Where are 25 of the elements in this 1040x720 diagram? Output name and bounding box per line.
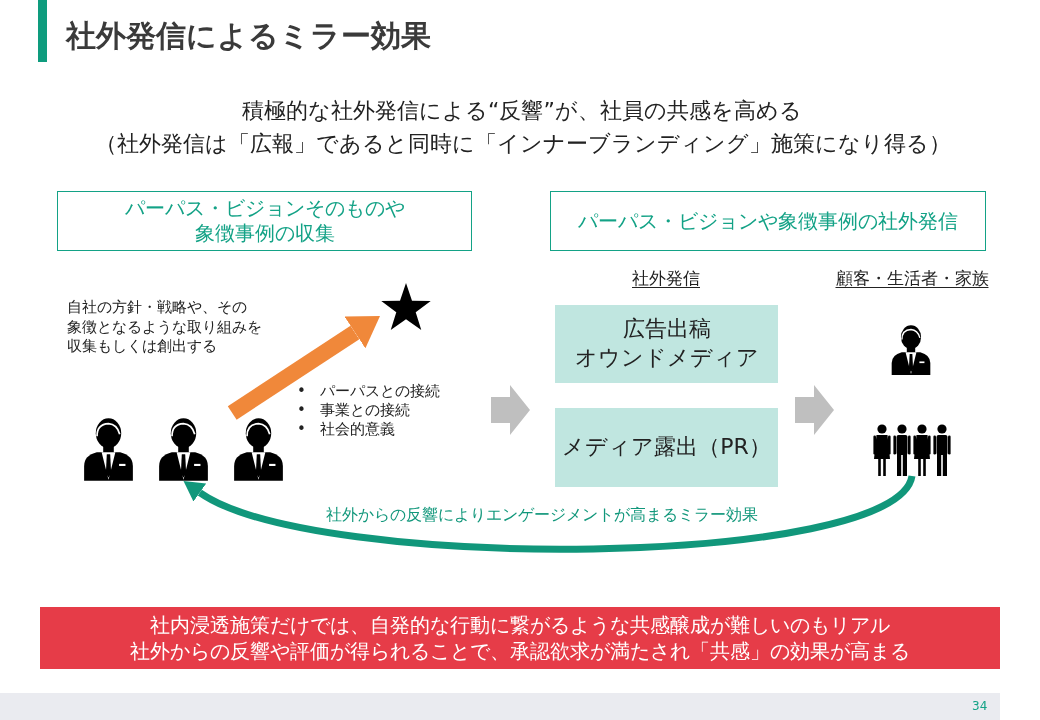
page-title: 社外発信によるミラー効果 (66, 17, 431, 55)
star-icon (380, 282, 432, 332)
section-heading: パーパス・ビジョンや象徴事例の社外発信 (578, 208, 958, 234)
bullet-item: • パーパスとの接続 (297, 382, 440, 402)
conclusion-text: 社外からの反響や評価が得られることで、承認欲求が満たされ「共感」の効果が高まる (130, 638, 910, 664)
subtitle: （社外発信は「広報」であると同時に「インナーブランディング」施策になり得る） (95, 130, 951, 158)
section-header-box (550, 191, 986, 251)
bullet-item: • 社会的意義 (297, 420, 395, 440)
channel-label: 広告出稿 (622, 315, 711, 344)
channel-label: メディア露出（PR） (562, 433, 771, 462)
section-heading: パーパス・ビジョンそのものや象徴事例の収集 (123, 196, 406, 246)
page-number: 34 (972, 699, 988, 715)
column-heading: 顧客・生活者・家族 (835, 267, 989, 290)
column-heading: 社外発信 (632, 267, 700, 290)
conclusion-banner (40, 607, 1000, 669)
subtitle: 積極的な社外発信による“反響”が、社員の共感を高める (242, 97, 802, 125)
bullet-item: • 事業との接続 (297, 401, 410, 421)
family-icon (871, 424, 953, 476)
section-header-box (57, 191, 472, 251)
conclusion-text: 社内浸透施策だけでは、自発的な行動に繋がるような共感醸成が難しいのもリアル (150, 612, 890, 638)
channel-box (555, 408, 778, 487)
channel-label: オウンドメディア (574, 344, 759, 372)
arrow (227, 316, 380, 420)
description-text: 自社の方針・戦略や、その象徴となるような取り組みを収集もしくは創出する (67, 298, 263, 357)
channel-box (555, 305, 778, 383)
